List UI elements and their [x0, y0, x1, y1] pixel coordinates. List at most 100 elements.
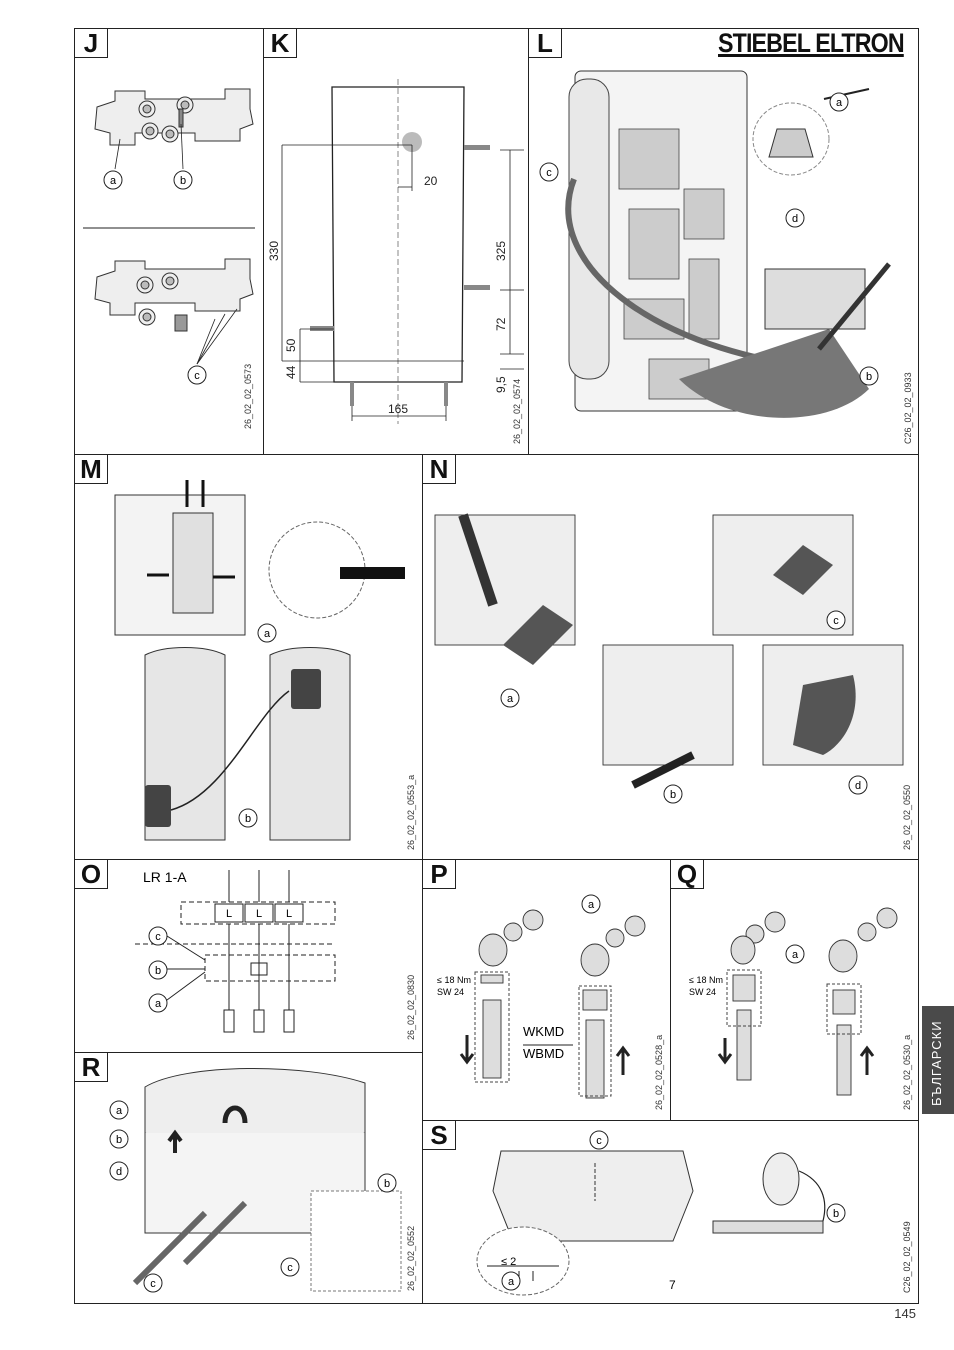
- dim-9-5: 9,5: [494, 376, 508, 393]
- callout-c: c: [596, 1135, 602, 1147]
- page-number: 145: [894, 1306, 916, 1321]
- panel-l: a b c d L C26_02_02_0933: [528, 28, 919, 455]
- panel-label: K: [263, 28, 297, 58]
- torque-spec: ≤ 18 Nm: [689, 975, 723, 985]
- panel-r-callouts: a b b c c d: [109, 1100, 397, 1293]
- panel-m: a b M 26_02_02_0553_a: [74, 454, 423, 860]
- panel-k-dimension-drawing: 20 330 325 50 44 72 9,5 165: [267, 79, 524, 424]
- brand-logo: STIEBEL ELTRON: [718, 28, 905, 58]
- panel-o: LR 1-A L L L a b c O 26_02_02_0830: [74, 859, 423, 1053]
- panel-k: 20 330 325 50 44 72 9,5 165 K 26_02_02_0…: [263, 28, 529, 455]
- gap-spec: ≤ 2: [501, 1256, 516, 1268]
- dim-20: 20: [424, 174, 438, 188]
- cell-l-1: L: [226, 908, 232, 920]
- wrench-size: SW 24: [437, 987, 464, 997]
- figure-ref: 26_02_02_0830: [406, 974, 416, 1040]
- callout-a: a: [116, 1105, 123, 1117]
- panel-label: Q: [670, 859, 704, 889]
- panel-s-callouts: a b c: [501, 1130, 846, 1291]
- callout-b: b: [866, 371, 872, 383]
- figure-ref: 26_02_02_0552: [406, 1225, 416, 1291]
- callout-b: b: [245, 813, 251, 825]
- panel-l-illustration: a b c d: [539, 70, 891, 418]
- callout-a: a: [836, 97, 843, 109]
- panel-label: N: [422, 454, 456, 484]
- cell-l-2: L: [256, 908, 262, 920]
- callout-a: a: [588, 899, 595, 911]
- panel-label: J: [74, 28, 108, 58]
- panel-j-illustration: a b c: [83, 88, 255, 385]
- panel-n: a b c d N 26_02_02_0550: [422, 454, 919, 860]
- callout-a: a: [507, 693, 514, 705]
- dim-330: 330: [267, 241, 281, 261]
- panel-j: a b c J 26_02_02_0573: [74, 28, 264, 455]
- panel-label: S: [422, 1120, 456, 1150]
- panel-q-illustration: ≤ 18 Nm SW 24 a: [689, 907, 898, 1096]
- figure-ref: 26_02_02_0528_a: [654, 1034, 664, 1110]
- cell-l-3: L: [286, 908, 292, 920]
- callout-c-detail: c: [287, 1262, 293, 1274]
- wrench-size: SW 24: [689, 987, 716, 997]
- dim-44: 44: [284, 365, 298, 379]
- dim-325: 325: [494, 241, 508, 261]
- part-number: 7: [669, 1278, 676, 1292]
- figure-ref: 26_02_02_0530_a: [902, 1034, 912, 1110]
- callout-c: c: [546, 167, 552, 179]
- callout-c: c: [150, 1278, 156, 1290]
- panel-r-illustration: a b b c c d: [109, 1068, 402, 1293]
- figure-ref: C26_02_02_0933: [903, 372, 913, 444]
- callout-d: d: [855, 780, 861, 792]
- panel-o-callouts: a b c: [148, 926, 168, 1013]
- callout-a: a: [155, 998, 162, 1010]
- panel-j-callouts: a b c: [103, 170, 207, 385]
- callout-b: b: [116, 1134, 122, 1146]
- panel-label: R: [74, 1052, 108, 1082]
- panel-o-wiring-diagram: LR 1-A L L L a b c: [135, 869, 336, 1033]
- panel-r: a b b c c d R 26_02_02_0552: [74, 1052, 423, 1304]
- callout-d: d: [116, 1166, 122, 1178]
- panel-n-callouts: a b c d: [500, 610, 868, 804]
- panel-p: ≤ 18 Nm SW 24 WKMD WBMD a P 26_02_02_052…: [422, 859, 671, 1121]
- torque-spec: ≤ 18 Nm: [437, 975, 471, 985]
- callout-d: d: [792, 213, 798, 225]
- diagram-title: LR 1-A: [143, 869, 187, 885]
- figure-ref: 26_02_02_0550: [902, 784, 912, 850]
- callout-a: a: [110, 175, 117, 187]
- model-wbmd: WBMD: [523, 1046, 564, 1061]
- callout-a: a: [508, 1276, 515, 1288]
- model-wkmd: WKMD: [523, 1024, 564, 1039]
- panel-m-illustration: a b: [114, 480, 405, 841]
- panel-q-callouts: a: [785, 944, 805, 964]
- figure-ref: C26_02_02_0549: [902, 1221, 912, 1293]
- callout-c: c: [833, 615, 839, 627]
- figure-ref: 26_02_02_0553_a: [406, 774, 416, 850]
- panel-n-illustration: a b c d: [434, 513, 904, 804]
- panel-label: L: [528, 28, 562, 58]
- panel-m-callouts: a b: [238, 623, 277, 828]
- panel-p-callouts: a: [581, 894, 601, 914]
- callout-c: c: [194, 370, 200, 382]
- figure-ref: 26_02_02_0573: [243, 363, 253, 429]
- panel-label: M: [74, 454, 108, 484]
- figure-ref: 26_02_02_0574: [512, 378, 522, 444]
- callout-a: a: [792, 949, 799, 961]
- panel-l-callouts: a b c d: [539, 92, 879, 386]
- panel-q: ≤ 18 Nm SW 24 a Q 26_02_02_0530_a: [670, 859, 919, 1121]
- panel-label: P: [422, 859, 456, 889]
- callout-b: b: [155, 965, 161, 977]
- callout-b-detail: b: [384, 1178, 390, 1190]
- dim-50: 50: [284, 338, 298, 352]
- panel-s-illustration: ≤ 2 7 a b c: [476, 1130, 846, 1296]
- dimension-labels: 20 330 325 50 44 72 9,5 165: [267, 174, 508, 416]
- callout-b: b: [670, 789, 676, 801]
- callout-a: a: [264, 628, 271, 640]
- callout-c: c: [155, 931, 161, 943]
- language-tab: БЪЛГАРСКИ: [922, 1006, 954, 1114]
- language-label: БЪЛГАРСКИ: [929, 1020, 944, 1106]
- dim-72: 72: [494, 317, 508, 331]
- dim-165: 165: [388, 402, 408, 416]
- callout-b: b: [180, 175, 186, 187]
- panel-label: O: [74, 859, 108, 889]
- panel-p-illustration: ≤ 18 Nm SW 24 WKMD WBMD a: [437, 894, 646, 1099]
- panel-s: ≤ 2 7 a b c S C26_02_02_0549: [422, 1120, 919, 1304]
